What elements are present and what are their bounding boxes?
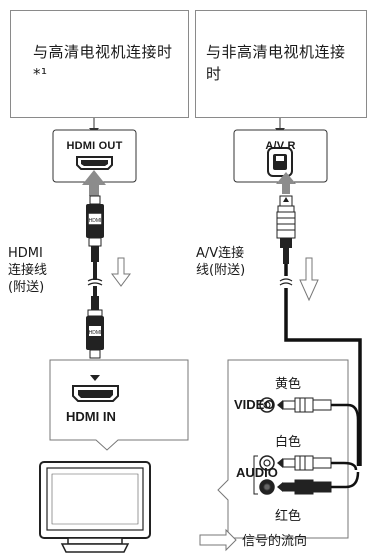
audio-white-rca-plug (282, 455, 332, 471)
hdmi-in-label: HDMI IN (66, 409, 116, 424)
av-cable-plug (276, 195, 296, 264)
video-label: VIDEO (234, 397, 275, 412)
audio-label: AUDIO (236, 465, 278, 480)
hdmi-insert-arrow (82, 170, 106, 196)
hdmi-in-port-icon (72, 375, 119, 402)
hdmi-cable-line-1: HDMI (8, 246, 43, 261)
hdmi-out-label: HDMI OUT (66, 140, 123, 152)
av-insert-arrow (276, 172, 296, 194)
svg-text:HDMI: HDMI (89, 330, 102, 336)
hdmi-cable-bottom-plug: HDMI (86, 296, 104, 359)
television-icon (39, 461, 151, 553)
video-jack (259, 397, 275, 413)
white-label: 白色 (275, 435, 302, 450)
hdmi-cable-top-plug: HDMI (86, 195, 104, 262)
hdmi-out-port-icon (76, 156, 113, 170)
audio-red-rca-plug (282, 479, 332, 495)
audio-white-jack (259, 455, 275, 471)
signal-flow-legend: 信号的流向 (242, 534, 308, 549)
av-cable-line-2: 线(附送) (196, 263, 246, 278)
svg-text:HDMI: HDMI (89, 218, 102, 224)
video-rca-plug (282, 397, 332, 413)
hdmi-cable-caption: HDMI 连接线 (附送) (8, 245, 47, 296)
av-r-port-icon (267, 147, 293, 177)
hdmi-cable-line-2: 连接线 (8, 263, 48, 278)
signal-flow-legend-arrow (199, 528, 237, 552)
audio-red-jack (259, 479, 275, 495)
non-hd-connection-header: 与非高清电视机连接时 (195, 10, 367, 118)
av-r-label: A/V R (265, 140, 296, 152)
hdmi-cable-line-3: (附送) (8, 280, 45, 295)
av-signal-flow-arrow (299, 257, 319, 302)
red-label: 红色 (275, 509, 302, 524)
hd-connection-header: 与高清电视机连接时*¹ (10, 10, 189, 118)
hdmi-signal-flow-arrow (111, 257, 131, 287)
non-hd-connection-title: 与非高清电视机连接时 (206, 43, 346, 83)
av-cable-line-1: A/V连接 (196, 246, 245, 261)
av-cable-caption: A/V连接 线(附送) (196, 245, 245, 279)
hd-connection-title: 与高清电视机连接时*¹ (33, 43, 173, 83)
tv-hdmi-panel (49, 359, 189, 451)
av-cable-line (284, 264, 362, 450)
yellow-label: 黄色 (275, 377, 302, 392)
